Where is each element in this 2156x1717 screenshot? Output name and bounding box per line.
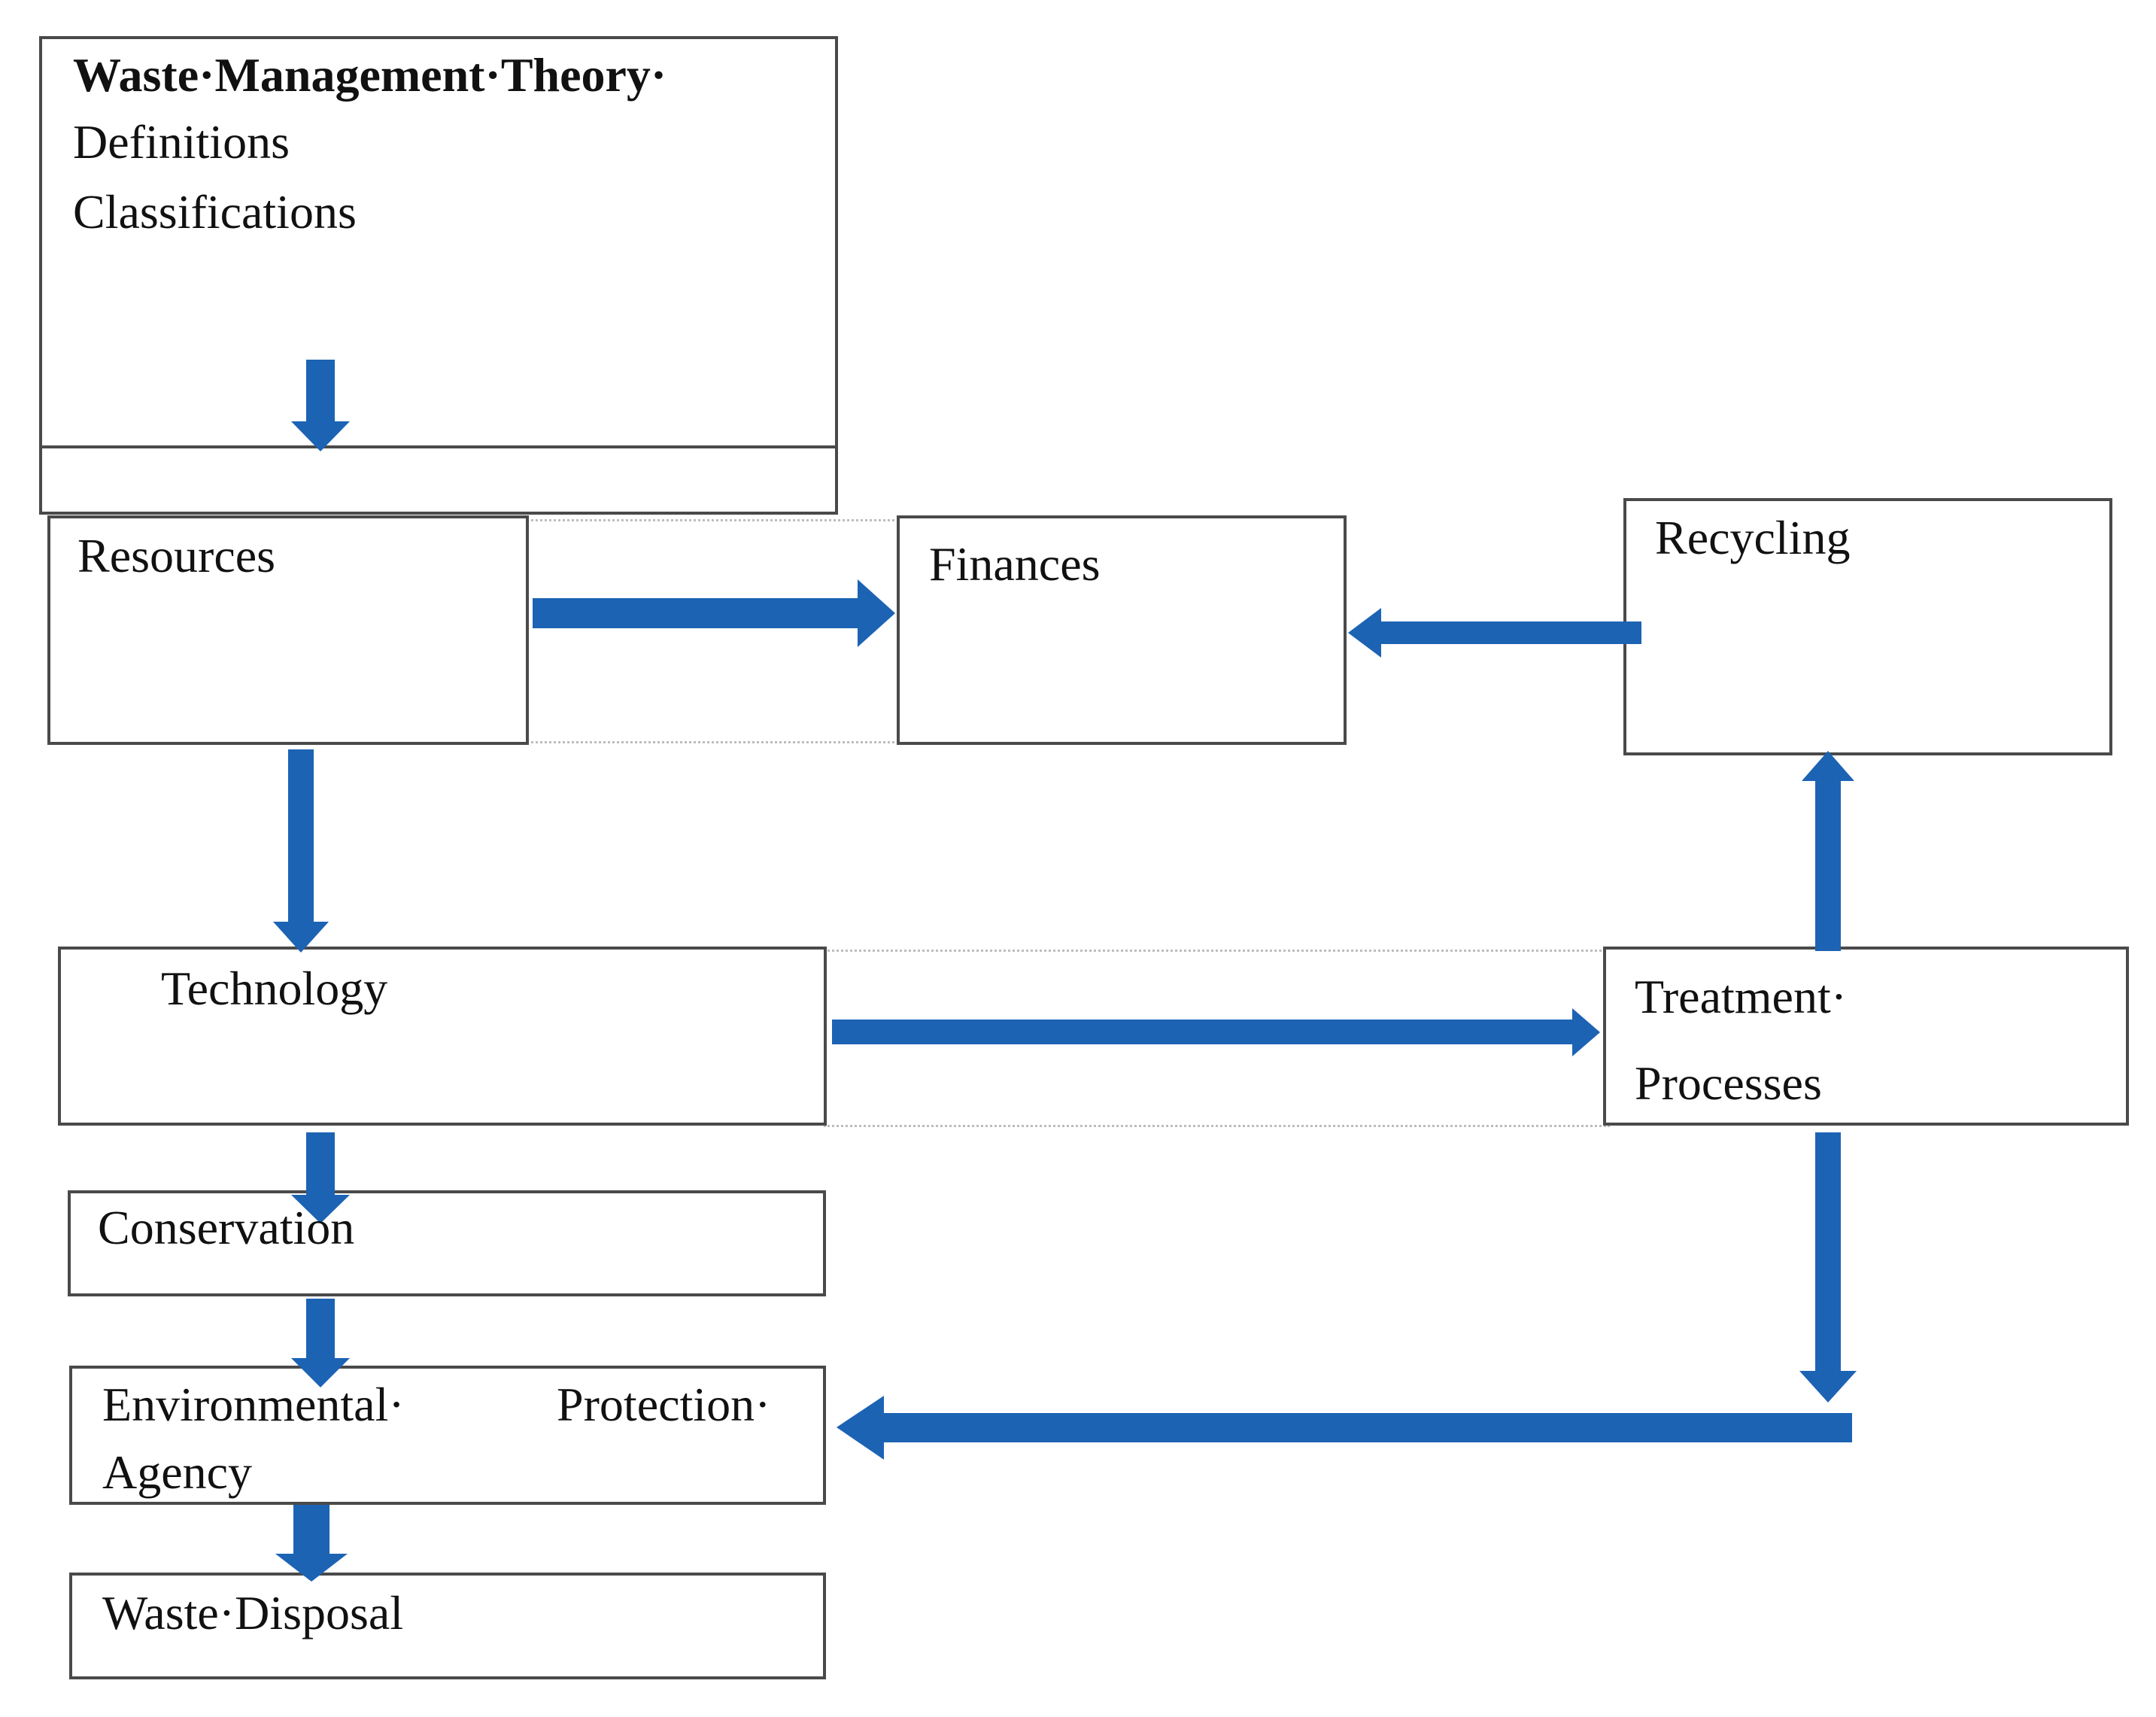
epa-line2: Agency [102, 1445, 253, 1499]
arrow-treatment-to-recycling [1802, 751, 1854, 951]
guide-line-resources-finances-top [527, 519, 899, 521]
epa-word1: Environmental· [102, 1378, 405, 1431]
guide-line-technology-treatment-bottom [824, 1125, 1610, 1127]
resources-box [47, 515, 529, 745]
arrow-technology-to-conservation [291, 1132, 350, 1223]
arrow-technology-to-treatment [832, 1008, 1600, 1056]
resources-label: Resources [77, 529, 276, 582]
guide-line-technology-treatment-top [824, 950, 1610, 952]
arrow-recycling-to-finances [1348, 608, 1641, 658]
technology-label: Technology [161, 962, 388, 1015]
treatment-box [1603, 947, 2129, 1126]
finances-box [897, 515, 1347, 745]
theory-definitions: Definitions [73, 115, 290, 169]
disposal-box [69, 1573, 826, 1679]
treatment-line1: Treatment· [1635, 970, 1848, 1023]
arrow-treatment-down [1799, 1132, 1857, 1402]
arrow-epa-to-disposal [275, 1505, 348, 1582]
arrow-to-epa [837, 1396, 1852, 1460]
arrow-conservation-to-epa [291, 1299, 350, 1387]
theory-lower-band [39, 445, 838, 515]
arrow-resources-to-technology [273, 749, 329, 953]
guide-line-resources-finances-bottom [527, 741, 899, 743]
epa-box [69, 1366, 826, 1505]
disposal-label: Waste·Disposal [102, 1586, 404, 1640]
technology-box [58, 947, 827, 1126]
recycling-label: Recycling [1655, 511, 1851, 564]
epa-word2: Protection· [557, 1378, 771, 1431]
theory-classifications: Classifications [73, 185, 357, 239]
conservation-label: Conservation [98, 1201, 355, 1254]
arrow-resources-to-finances [533, 579, 895, 647]
conservation-box [68, 1190, 826, 1296]
finances-label: Finances [929, 537, 1101, 591]
treatment-line2: Processes [1635, 1056, 1822, 1110]
theory-title: Waste·Management·Theory· [73, 48, 667, 102]
arrow-theory-down [291, 360, 350, 451]
